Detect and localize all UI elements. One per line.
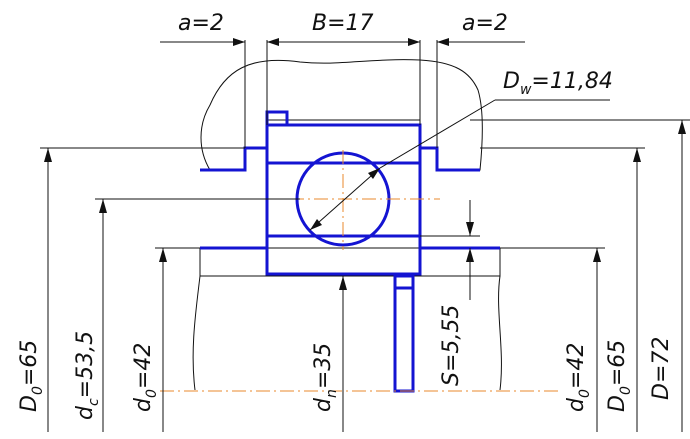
vertical-dimensions [40,119,690,432]
labels: a=2 B=17 a=2 Dw=11,84 D0=65 dc=53,5 d0=4… [17,11,674,420]
label-a-left: a=2 [178,11,224,36]
label-b-width: B=17 [312,11,374,36]
label-d0-inner-left: d0=42 [131,343,160,412]
dw-dimension [309,99,610,231]
label-d0-inner-right: d0=42 [564,343,593,412]
centerlines [160,150,560,392]
label-dn: dn=35 [311,343,340,412]
label-a-right: a=2 [462,11,508,36]
label-d-outer: D=72 [649,337,674,400]
label-d0-outer-left: D0=65 [17,340,46,412]
top-dimensions [160,38,525,148]
label-dc: dc=53,5 [73,331,102,420]
label-s: S=5,55 [439,305,464,386]
label-d0-outer-right: D0=65 [605,340,634,412]
label-dw: Dw=11,84 [503,69,613,98]
